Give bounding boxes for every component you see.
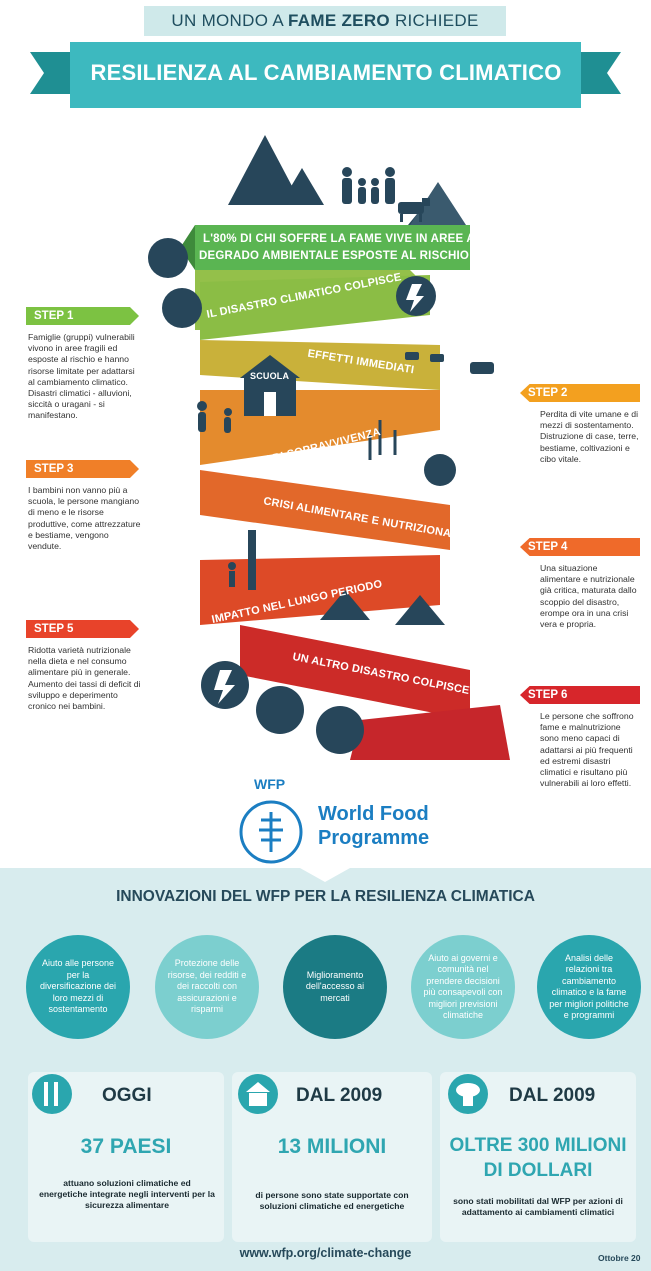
step-3-tag: STEP 3 <box>26 460 139 478</box>
title-banner <box>30 42 621 108</box>
wfp-abbreviation: WFP <box>254 776 286 792</box>
stat-1-value: 37 PAESI <box>80 1135 172 1158</box>
step-2-tag: STEP 2 <box>520 384 640 402</box>
innovations-title: INNOVAZIONI DEL WFP PER LA RESILIENZA CL… <box>116 888 535 905</box>
climate-cycle-illustration <box>148 135 510 760</box>
step-6-tag: STEP 6 <box>520 686 640 704</box>
livestock-icon <box>405 352 494 374</box>
children-icon <box>197 401 232 433</box>
footer-url[interactable]: www.wfp.org/climate-change <box>239 1246 412 1260</box>
step-1-text: Famiglie (gruppi) vulnerabili vivono in … <box>28 332 135 421</box>
stat-1-heading: OGGI <box>102 1085 152 1106</box>
main-title: RESILIENZA AL CAMBIAMENTO CLIMATICO <box>90 60 562 85</box>
header-kicker: UN MONDO A FAME ZERO RICHIEDE <box>144 6 506 36</box>
kicker-text-pre: UN MONDO A <box>171 11 284 30</box>
step-5-tag: STEP 5 <box>26 620 139 638</box>
mountain-icon <box>228 135 302 205</box>
shelter-family-icon <box>238 1074 278 1114</box>
stat-3-heading: DAL 2009 <box>509 1085 596 1106</box>
height-chart-icon <box>228 530 256 590</box>
plant-icon <box>162 288 202 328</box>
stat-3-value-line1: OLTRE 300 MILIONI <box>449 1135 627 1156</box>
tools-icon <box>32 1074 72 1114</box>
innovation-5: Analisi delle relazioni tra cambiamento … <box>537 935 641 1039</box>
empty-plate-icon <box>424 454 456 486</box>
intro-line-1: L'80% DI CHI SOFFRE LA FAME VIVE IN AREE… <box>203 233 518 245</box>
innovation-2: Protezione delle risorse, dei redditi e … <box>155 935 259 1039</box>
kicker-text-post: RICHIEDE <box>394 11 479 30</box>
step-1-tag: STEP 1 <box>26 307 139 325</box>
cow-icon <box>398 198 430 222</box>
step-4-tag: STEP 4 <box>520 538 640 556</box>
stat-3-text: sono stati mobilitati dal WFP per azioni… <box>453 1196 623 1217</box>
stat-2-value: 13 MILIONI <box>277 1135 387 1158</box>
wfp-name-line2: Programme <box>318 827 430 849</box>
plant-bottom-icon <box>316 706 364 754</box>
flood-icon <box>148 238 188 278</box>
kicker-text-bold: FAME ZERO <box>288 11 390 30</box>
flood-bottom-icon <box>256 686 304 734</box>
step-5-text: Ridotta varietà nutrizionale nella dieta… <box>28 645 141 712</box>
stat-2-text: di persone sono state supportate con sol… <box>255 1190 409 1211</box>
cracked-earth-icon <box>350 705 510 760</box>
innovation-3: Miglioramento dell'accesso ai mercati <box>283 935 387 1039</box>
intro-line-2: DEGRADO AMBIENTALE ESPOSTE AL RISCHIO DI… <box>199 250 528 262</box>
school-label: SCUOLA <box>250 371 290 381</box>
stat-3-value-line2: DI DOLLARI <box>483 1160 593 1181</box>
wilted-crops-icon <box>368 420 397 460</box>
innovation-4: Aiuto ai governi e comunità nel prendere… <box>411 935 515 1039</box>
wfp-name-line1: World Food <box>318 803 429 825</box>
step-4-text: Una situazione alimentare e nutrizionale… <box>540 563 637 630</box>
step-6-text: Le persone che soffrono fame e malnutriz… <box>540 711 634 789</box>
wfp-emblem-icon <box>239 800 303 864</box>
family-icon <box>342 167 395 204</box>
step-2-text: Perdita di vite umane e di mezzi di sost… <box>540 409 639 464</box>
school-icon <box>240 355 300 416</box>
stat-1-text: attuano soluzioni climatiche ed energeti… <box>39 1178 215 1210</box>
innovation-1: Aiuto alle persone per la diversificazio… <box>26 935 130 1039</box>
step-3-text: I bambini non vanno più a scuola, le per… <box>28 485 141 552</box>
stat-2-heading: DAL 2009 <box>296 1085 383 1106</box>
money-cloud-icon <box>448 1074 488 1114</box>
footer-date: Ottobre 20 <box>598 1253 641 1263</box>
section-notch <box>0 868 651 882</box>
